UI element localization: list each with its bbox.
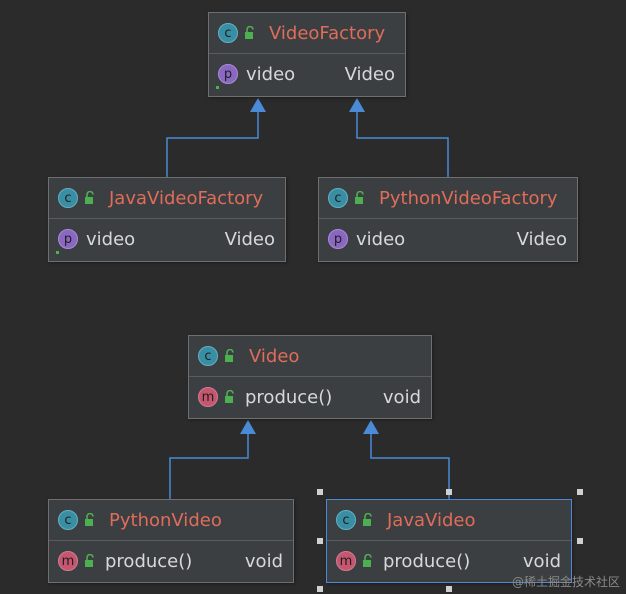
- class-node-video[interactable]: c Video m produce() void: [188, 335, 432, 419]
- member-name: video: [246, 63, 296, 85]
- unlock-icon: [85, 191, 94, 204]
- class-name: PythonVideoFactory: [379, 187, 558, 209]
- unlock-icon: [85, 513, 94, 526]
- class-header: c PythonVideoFactory: [319, 178, 577, 219]
- method-icon: m: [58, 551, 78, 571]
- arrowhead-video-left: [240, 420, 256, 434]
- resize-handle-middle-left[interactable]: [317, 538, 323, 544]
- edge-javavideofactory-to-videofactory: [166, 110, 259, 178]
- member-type: void: [382, 386, 421, 408]
- unlock-icon: [355, 191, 364, 204]
- class-name: JavaVideoFactory: [109, 187, 264, 209]
- resize-handle-bottom-middle[interactable]: [446, 586, 452, 592]
- method-icon: m: [336, 551, 356, 571]
- unlock-icon: [363, 554, 372, 567]
- member-row[interactable]: m produce() void: [189, 377, 431, 417]
- class-node-javavideofactory[interactable]: c JavaVideoFactory p video Video: [48, 177, 286, 262]
- member-type: Video: [224, 228, 275, 250]
- resize-handle-bottom-left[interactable]: [317, 586, 323, 592]
- class-icon: c: [328, 188, 348, 208]
- member-type: Video: [516, 228, 567, 250]
- member-row[interactable]: m produce() void: [327, 541, 571, 581]
- edge-pythonvideo-to-video: [169, 432, 249, 499]
- class-node-javavideo[interactable]: c JavaVideo m produce() void: [326, 499, 572, 583]
- unlock-icon: [225, 349, 234, 362]
- class-header: c PythonVideo: [49, 500, 293, 541]
- member-row[interactable]: p video Video: [49, 219, 285, 259]
- resize-handle-middle-right[interactable]: [577, 538, 583, 544]
- member-name: video: [356, 228, 406, 250]
- unlock-icon: [363, 513, 372, 526]
- member-name: produce(): [105, 550, 193, 572]
- class-icon: c: [218, 23, 238, 43]
- edge-javavideo-to-video: [370, 432, 450, 499]
- member-row[interactable]: p video Video: [209, 54, 405, 94]
- class-node-pythonvideo[interactable]: c PythonVideo m produce() void: [48, 499, 294, 583]
- member-type: void: [244, 550, 283, 572]
- class-name: Video: [249, 345, 300, 367]
- class-header: c VideoFactory: [209, 13, 405, 54]
- unlock-icon: [85, 554, 94, 567]
- resize-handle-top-right[interactable]: [577, 489, 583, 495]
- class-icon: c: [198, 346, 218, 366]
- watermark: @稀土掘金技术社区: [511, 575, 620, 589]
- member-name: produce(): [245, 386, 333, 408]
- member-name: produce(): [383, 550, 471, 572]
- method-icon: m: [198, 387, 218, 407]
- class-name: JavaVideo: [387, 509, 476, 531]
- class-header: c JavaVideoFactory: [49, 178, 285, 219]
- member-row[interactable]: m produce() void: [49, 541, 293, 581]
- access-marker-icon: [56, 251, 59, 254]
- arrowhead-videofactory-left: [250, 98, 266, 112]
- class-icon: c: [336, 510, 356, 530]
- class-name: VideoFactory: [269, 22, 386, 44]
- arrowhead-videofactory-right: [349, 98, 365, 112]
- class-icon: c: [58, 510, 78, 530]
- property-icon: p: [218, 64, 238, 84]
- class-node-videofactory[interactable]: c VideoFactory p video Video: [208, 12, 406, 97]
- member-type: void: [522, 550, 561, 572]
- access-marker-icon: [216, 86, 219, 89]
- member-name: video: [86, 228, 136, 250]
- class-header: c JavaVideo: [327, 500, 571, 541]
- class-icon: c: [58, 188, 78, 208]
- property-icon: p: [58, 229, 78, 249]
- member-type: Video: [344, 63, 395, 85]
- property-icon: p: [328, 229, 348, 249]
- arrowhead-video-right: [363, 420, 379, 434]
- resize-handle-top-left[interactable]: [317, 489, 323, 495]
- unlock-icon: [245, 26, 254, 39]
- class-name: PythonVideo: [109, 509, 222, 531]
- edge-pythonvideofactory-to-videofactory: [356, 110, 449, 178]
- member-row[interactable]: p video Video: [319, 219, 577, 259]
- unlock-icon: [225, 390, 234, 403]
- resize-handle-top-middle[interactable]: [446, 489, 452, 495]
- class-node-pythonvideofactory[interactable]: c PythonVideoFactory p video Video: [318, 177, 578, 262]
- class-header: c Video: [189, 336, 431, 377]
